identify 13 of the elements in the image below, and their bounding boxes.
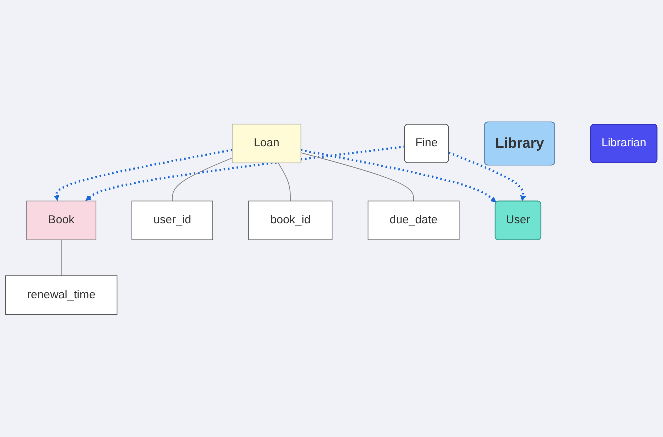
connector: [61, 240, 62, 276]
node-box: Book: [26, 200, 97, 240]
node-box: renewal_time: [5, 276, 118, 316]
arrow: [448, 152, 526, 202]
node-box: book_id: [248, 200, 333, 240]
arrow: [300, 149, 497, 203]
arrow: [54, 149, 233, 202]
connector: [300, 152, 414, 202]
node-box: user_id: [132, 200, 214, 240]
connector: [172, 158, 233, 202]
connector: [278, 162, 291, 202]
node-box: due_date: [368, 200, 460, 240]
node-box: Loan: [232, 124, 302, 164]
